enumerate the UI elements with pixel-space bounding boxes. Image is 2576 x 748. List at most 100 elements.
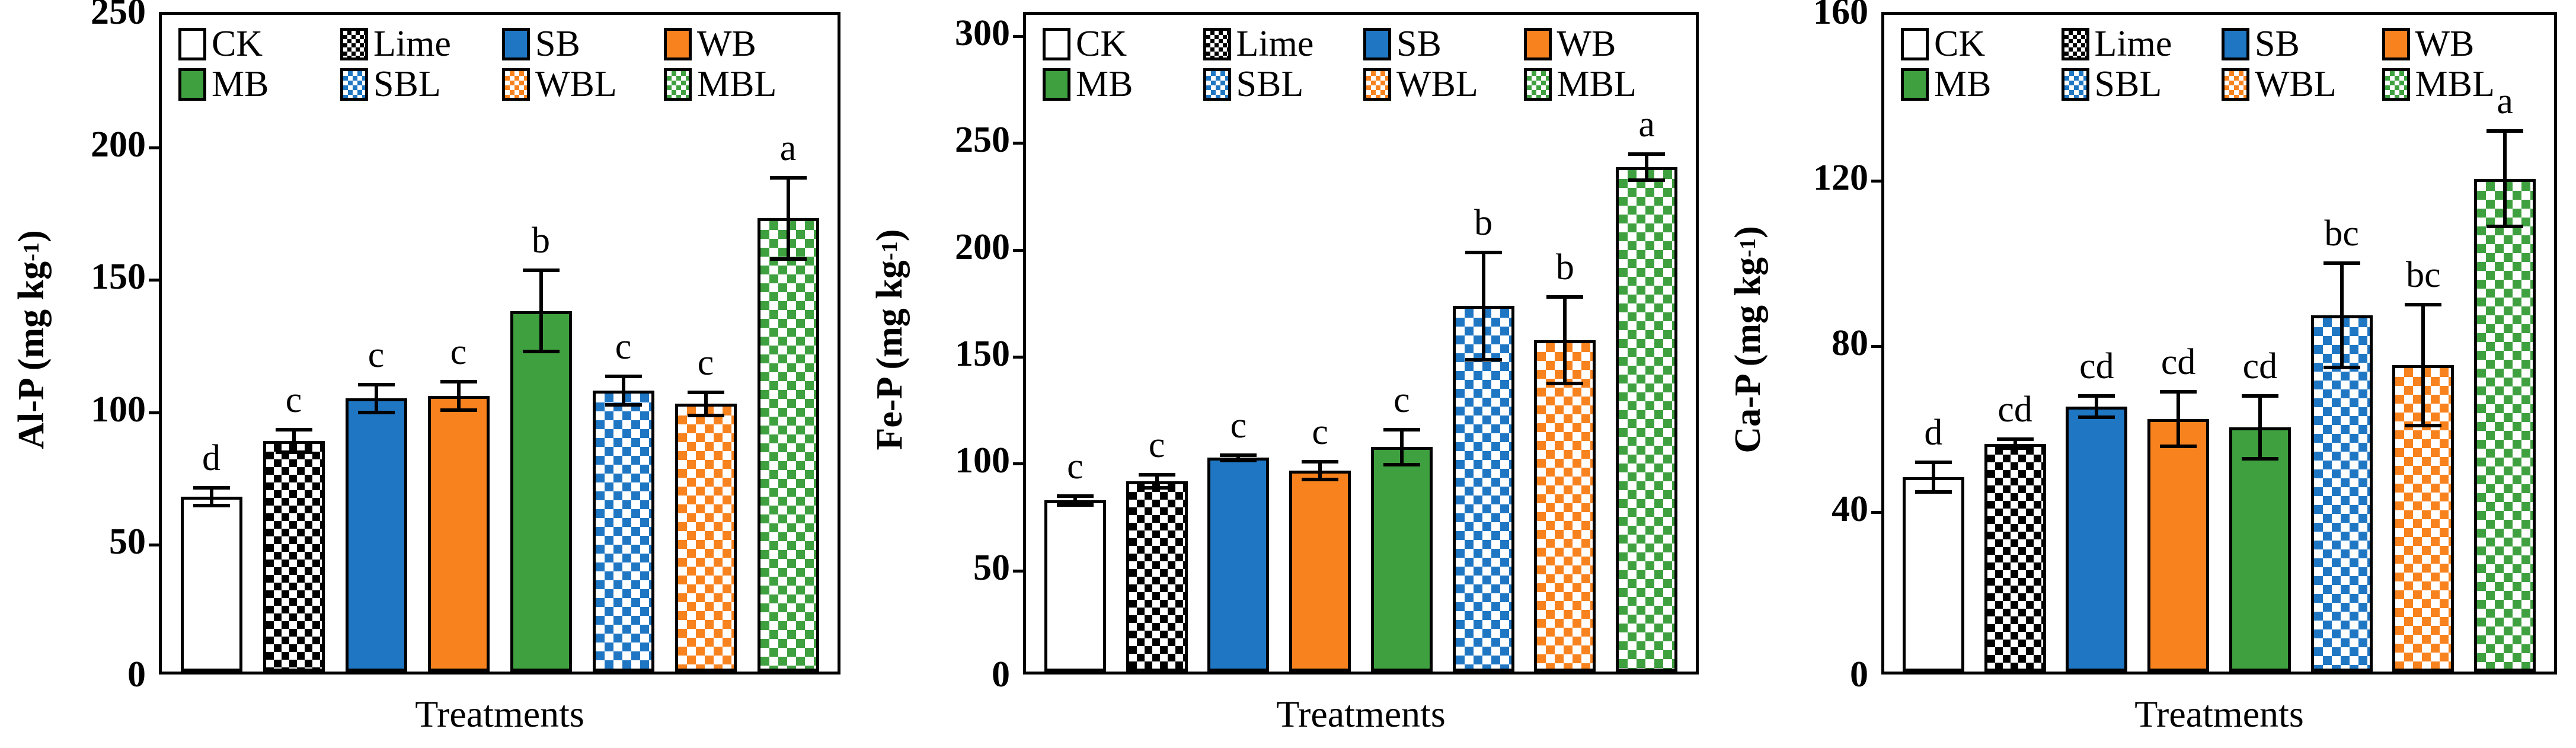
legend-item-lime[interactable]: Lime [1203,25,1364,62]
error-bar-cap-top [1996,437,2034,442]
bar-slot-lime: cd [1974,15,2056,672]
legend-item-ck[interactable]: CK [1043,25,1203,62]
error-bar-stem [1481,250,1485,362]
legend-item-mb[interactable]: MB [1043,66,1203,103]
legend-item-wb[interactable]: WB [664,25,826,62]
error-bar-cap-top [687,390,724,394]
y-axis-title-text: Al-P (mg kg [11,261,52,449]
error-bar-cap-top [2323,261,2360,266]
legend-item-wbl[interactable]: WBL [2222,66,2382,103]
legend-item-wb[interactable]: WB [1523,24,1685,64]
error-bar-mbl [2486,129,2524,229]
error-bar-mb [1383,427,1420,466]
bar-slot-wbl: b [1524,15,1606,672]
legend-label: CK [212,24,263,64]
bar-lime[interactable] [1126,481,1188,672]
error-bar-cap-top [2241,394,2278,398]
error-bar-stem [374,382,378,415]
error-bar-cap-bottom [769,257,807,261]
legend-item-lime[interactable]: Lime [2061,25,2222,62]
bar-slot-ck: c [1034,15,1116,672]
legend-swatch-icon-mb [1043,68,1070,101]
legend-item-ck[interactable]: CK [1901,25,2062,62]
bar-mb[interactable] [1370,447,1433,672]
legend-item-mbl[interactable]: MBL [1523,66,1685,103]
significance-label-mbl: a [1638,104,1655,145]
legend-label: MB [1076,64,1133,104]
legend-swatch-icon-sb [502,27,530,60]
y-tick-mark [1013,35,1026,39]
bar-sbl[interactable] [1452,306,1514,672]
bar-slot-sb: c [1198,15,1280,672]
legend-label: Lime [1236,24,1314,64]
legend-item-wb[interactable]: WB [2382,25,2543,62]
error-bar-stem [704,390,708,417]
error-bar-stem [621,375,625,407]
error-bar-cap-top [275,427,312,431]
legend-item-sb[interactable]: SB [2222,25,2382,62]
legend-label: WB [697,24,756,64]
y-tick-label: 40 [1832,488,1868,529]
y-tick-label: 50 [973,547,1010,588]
bar-sb[interactable] [345,398,407,672]
legend-item-wbl[interactable]: WBL [502,66,664,103]
error-bar-cap-bottom [1628,178,1666,183]
legend-item-mb[interactable]: MB [178,66,340,103]
error-bar-cap-bottom [357,411,395,415]
significance-label-ck: d [1924,412,1943,453]
error-bar-lime [275,427,312,455]
legend-item-mb[interactable]: MB [1901,66,2062,103]
legend-label: SBL [1236,64,1304,104]
error-bar-stem [1073,494,1077,507]
legend-item-ck[interactable]: CK [178,25,340,62]
legend-item-mbl[interactable]: MBL [2382,66,2543,103]
legend-label: WB [1557,24,1616,64]
x-axis-title-fe-p: Treatments [1276,693,1446,735]
bar-sb[interactable] [1207,458,1270,672]
bar-lime[interactable] [263,440,325,672]
x-axis-title-ca-p: Treatments [2134,693,2304,735]
bar-wb[interactable] [1289,471,1351,672]
legend-item-mbl[interactable]: MBL [664,66,826,103]
legend-item-sbl[interactable]: SBL [1203,66,1364,103]
legend-label: WBL [535,64,617,104]
error-bar-cap-top [1465,250,1502,254]
bar-ck[interactable] [180,496,242,672]
error-bar-sbl [2323,261,2360,369]
error-bar-wbl [2405,303,2442,427]
legend-item-sbl[interactable]: SBL [340,66,502,103]
error-bar-cap-bottom [2405,423,2442,427]
legend-swatch-icon-sb [2222,27,2249,60]
error-bar-cap-bottom [1220,458,1257,462]
bar-ck[interactable] [1902,477,1964,672]
error-bar-cap-bottom [2078,415,2115,419]
error-bar-wb [440,380,477,412]
error-bar-wbl [1546,295,1584,385]
legend-item-sb[interactable]: SB [502,25,664,62]
bar-mbl[interactable] [757,218,819,672]
bar-wbl[interactable] [675,404,737,672]
bar-sb[interactable] [2066,406,2128,672]
bar-mb[interactable] [2229,427,2291,672]
legend-item-wbl[interactable]: WBL [1363,66,1524,103]
bar-ck[interactable] [1044,500,1106,672]
significance-label-mbl: a [779,127,797,168]
error-bar-lime [1138,472,1175,490]
legend-item-sb[interactable]: SB [1363,25,1524,62]
bar-mbl[interactable] [1616,167,1678,672]
bar-mb[interactable] [510,311,572,672]
significance-label-ck: d [202,437,220,478]
error-bar-cap-bottom [2160,444,2197,448]
legend-swatch-icon-wb [2382,27,2410,60]
legend-item-sbl[interactable]: SBL [2061,66,2222,103]
bar-mbl[interactable] [2474,178,2536,672]
bar-lime[interactable] [1984,443,2046,672]
legend-item-lime[interactable]: Lime [340,25,502,62]
bar-wbl[interactable] [1534,340,1596,672]
y-tick-label: 150 [91,257,146,298]
bar-sbl[interactable] [2310,315,2373,672]
bar-wb[interactable] [2147,418,2210,672]
bar-wb[interactable] [427,395,490,672]
error-bar-cap-bottom [1915,490,1952,494]
bar-sbl[interactable] [592,390,654,672]
